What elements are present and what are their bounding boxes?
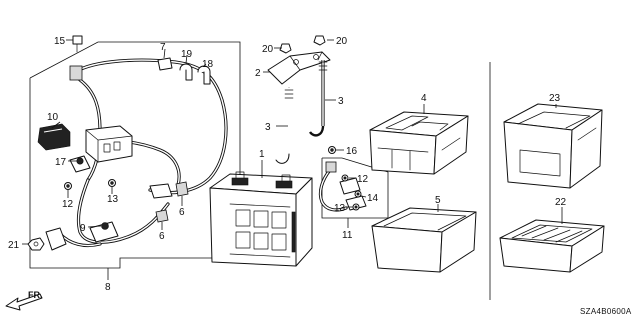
callout-5: 5 [435, 195, 441, 206]
callout-13-left: 13 [107, 194, 119, 205]
leader-lines [22, 39, 563, 280]
callout-18: 18 [202, 59, 214, 70]
bracket-2 [267, 51, 331, 85]
battery-box-4 [369, 111, 469, 175]
callout-7: 7 [160, 42, 166, 53]
ground-cable [318, 161, 367, 212]
ground-cable-group-outline [321, 157, 389, 219]
callout-20-right: 20 [336, 36, 348, 47]
j-bolt-3-left [275, 87, 294, 164]
callout-3-right: 3 [338, 96, 344, 107]
bracket-6-upper [175, 181, 189, 197]
callout-14: 14 [367, 193, 379, 204]
battery-1 [209, 171, 313, 267]
bolt-13-right [352, 203, 360, 211]
callout-1: 1 [259, 149, 265, 160]
battery-cover-23 [503, 103, 603, 189]
part-10-cover [37, 123, 71, 151]
battery-tray-5 [371, 207, 477, 273]
callout-22: 22 [555, 197, 567, 208]
bolt-15 [72, 35, 83, 53]
harness-group-outline [29, 41, 241, 269]
callout-12-right: 12 [357, 174, 369, 185]
clip-18 [197, 65, 211, 85]
diagram-code: SZA4B0600A [580, 307, 632, 316]
callout-11: 11 [342, 230, 353, 241]
callout-labels: 15 7 19 18 10 17 12 13 9 21 8 6 6 1 2 20… [8, 36, 567, 293]
callout-6-lower: 6 [159, 231, 165, 242]
callout-2: 2 [255, 68, 261, 79]
bolt-20-right [313, 35, 326, 46]
j-bolt-3-right [309, 60, 328, 137]
callout-4: 4 [421, 93, 427, 104]
callout-17: 17 [55, 157, 67, 168]
front-direction-arrow: FR. [5, 290, 43, 311]
callout-3-left: 3 [265, 122, 271, 133]
clip-9 [101, 222, 109, 230]
bolt-12-left [64, 182, 72, 190]
bolt-20-left [279, 43, 292, 54]
bolt-13-left [108, 179, 116, 187]
battery-tray-22 [499, 219, 605, 273]
callout-8: 8 [105, 282, 111, 293]
bracket-6-lower [155, 209, 169, 223]
bolt-16 [328, 146, 336, 154]
clip-19 [179, 63, 193, 81]
callout-15: 15 [54, 36, 66, 47]
callout-20-left: 20 [262, 44, 274, 55]
clip-17 [76, 157, 84, 165]
front-direction-label: FR. [28, 290, 43, 300]
callout-12-left: 12 [62, 199, 74, 210]
bolt-12-right [341, 174, 349, 182]
clip-7 [157, 57, 173, 71]
callout-13-right: 13 [334, 203, 346, 214]
callout-23: 23 [549, 93, 561, 104]
callout-16: 16 [346, 146, 358, 157]
callout-19: 19 [181, 49, 193, 60]
callout-6-upper: 6 [179, 207, 185, 218]
callout-9: 9 [80, 223, 86, 234]
bolt-14 [354, 190, 362, 198]
battery-cable-harness [45, 58, 228, 251]
callout-10: 10 [47, 112, 59, 123]
callout-21: 21 [8, 240, 20, 251]
